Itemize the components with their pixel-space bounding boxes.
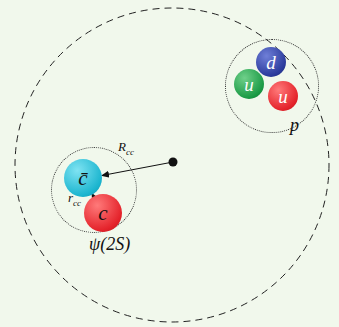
particle-label: p (290, 116, 299, 134)
particle-label: ψ(2S) (88, 235, 131, 253)
proton-region: pudu (225, 39, 319, 133)
distance-label: Rcc (118, 140, 134, 157)
quark-label: c (98, 203, 107, 224)
meson-region: ψ(2S)c̄c (51, 147, 137, 233)
quark-label: c̄ (78, 168, 87, 189)
down-quark: d (256, 47, 286, 77)
separation-arrow (102, 162, 173, 176)
quark-label: d (266, 53, 276, 72)
up-quark: u (268, 81, 298, 111)
interaction-region (15, 8, 329, 322)
quark-label: u (278, 87, 288, 106)
quark-label: u (244, 75, 254, 94)
distance-label: rcc (68, 191, 81, 208)
charm-quark: c (84, 194, 122, 232)
center-point (169, 158, 178, 167)
up-quark: u (234, 69, 264, 99)
